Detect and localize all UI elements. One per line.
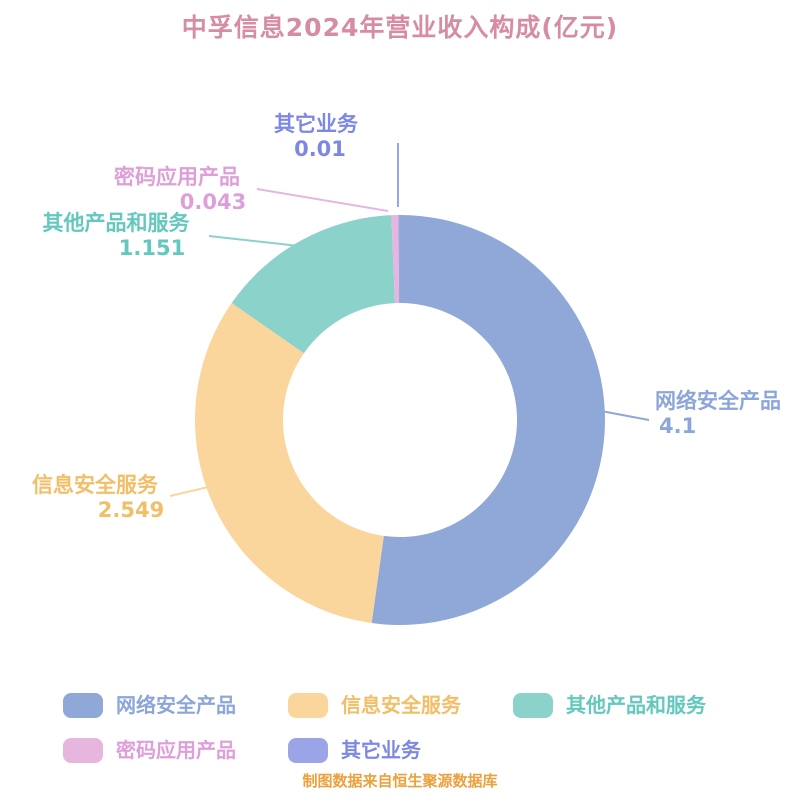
- donut-slice-4: [398, 215, 400, 303]
- legend-swatch-crypto-products: [63, 737, 103, 763]
- donut-slice-0: [371, 215, 605, 625]
- legend-label: 信息安全服务: [341, 692, 461, 717]
- data-source-note: 制图数据来自恒生聚源数据库: [302, 772, 498, 790]
- donut-slice-3: [391, 215, 400, 304]
- pie-label-name: 其它业务: [274, 112, 358, 136]
- legend-item-crypto-products: 密码应用产品: [63, 737, 236, 763]
- leader-line-network-security-products: [600, 410, 650, 421]
- leader-line-other-products-services: [208, 235, 300, 247]
- legend-swatch-network-security-products: [63, 692, 103, 718]
- legend-swatch-other-products-services: [513, 692, 553, 718]
- donut-slices: [195, 215, 605, 625]
- pie-label-name: 其他产品和服务: [42, 211, 190, 235]
- pie-label-value: 2.549: [97, 498, 165, 522]
- pie-label-crypto-products: 密码应用产品 0.043: [82, 165, 272, 215]
- legend-item-network-security-products: 网络安全产品: [63, 692, 236, 718]
- legend-item-info-security-services: 信息安全服务: [288, 692, 461, 718]
- legend-label: 其它业务: [341, 737, 421, 762]
- pie-label-value: 0.01: [294, 137, 346, 161]
- pie-label-name: 密码应用产品: [114, 165, 240, 189]
- legend-item-other-products-services: 其他产品和服务: [513, 692, 706, 718]
- leader-lines: [169, 143, 650, 497]
- legend-label: 网络安全产品: [116, 692, 236, 717]
- legend-item-other-business: 其它业务: [288, 737, 421, 763]
- legend-label: 其他产品和服务: [566, 692, 706, 717]
- donut-slice-2: [231, 215, 396, 354]
- pie-label-info-security-services: 信息安全服务 2.549: [0, 473, 190, 523]
- legend-label: 密码应用产品: [116, 737, 236, 762]
- pie-label-value: 1.151: [118, 236, 186, 260]
- leader-line-info-security-services: [169, 483, 222, 497]
- pie-label-value: 4.1: [659, 414, 697, 438]
- pie-label-name: 信息安全服务: [32, 473, 158, 497]
- donut-slice-1: [195, 302, 384, 624]
- pie-label-other-business: 其它业务 0.01: [226, 112, 406, 162]
- legend-swatch-other-business: [288, 737, 328, 763]
- pie-label-network-security-products: 网络安全产品 4.1: [655, 389, 800, 439]
- legend-swatch-info-security-services: [288, 692, 328, 718]
- pie-label-other-products-services: 其他产品和服务 1.151: [21, 211, 211, 261]
- pie-label-name: 网络安全产品: [655, 389, 781, 413]
- pie-label-value: 0.043: [179, 190, 247, 214]
- chart-title: 中孚信息2024年营业收入构成(亿元): [181, 13, 619, 42]
- leader-line-crypto-products: [256, 188, 389, 212]
